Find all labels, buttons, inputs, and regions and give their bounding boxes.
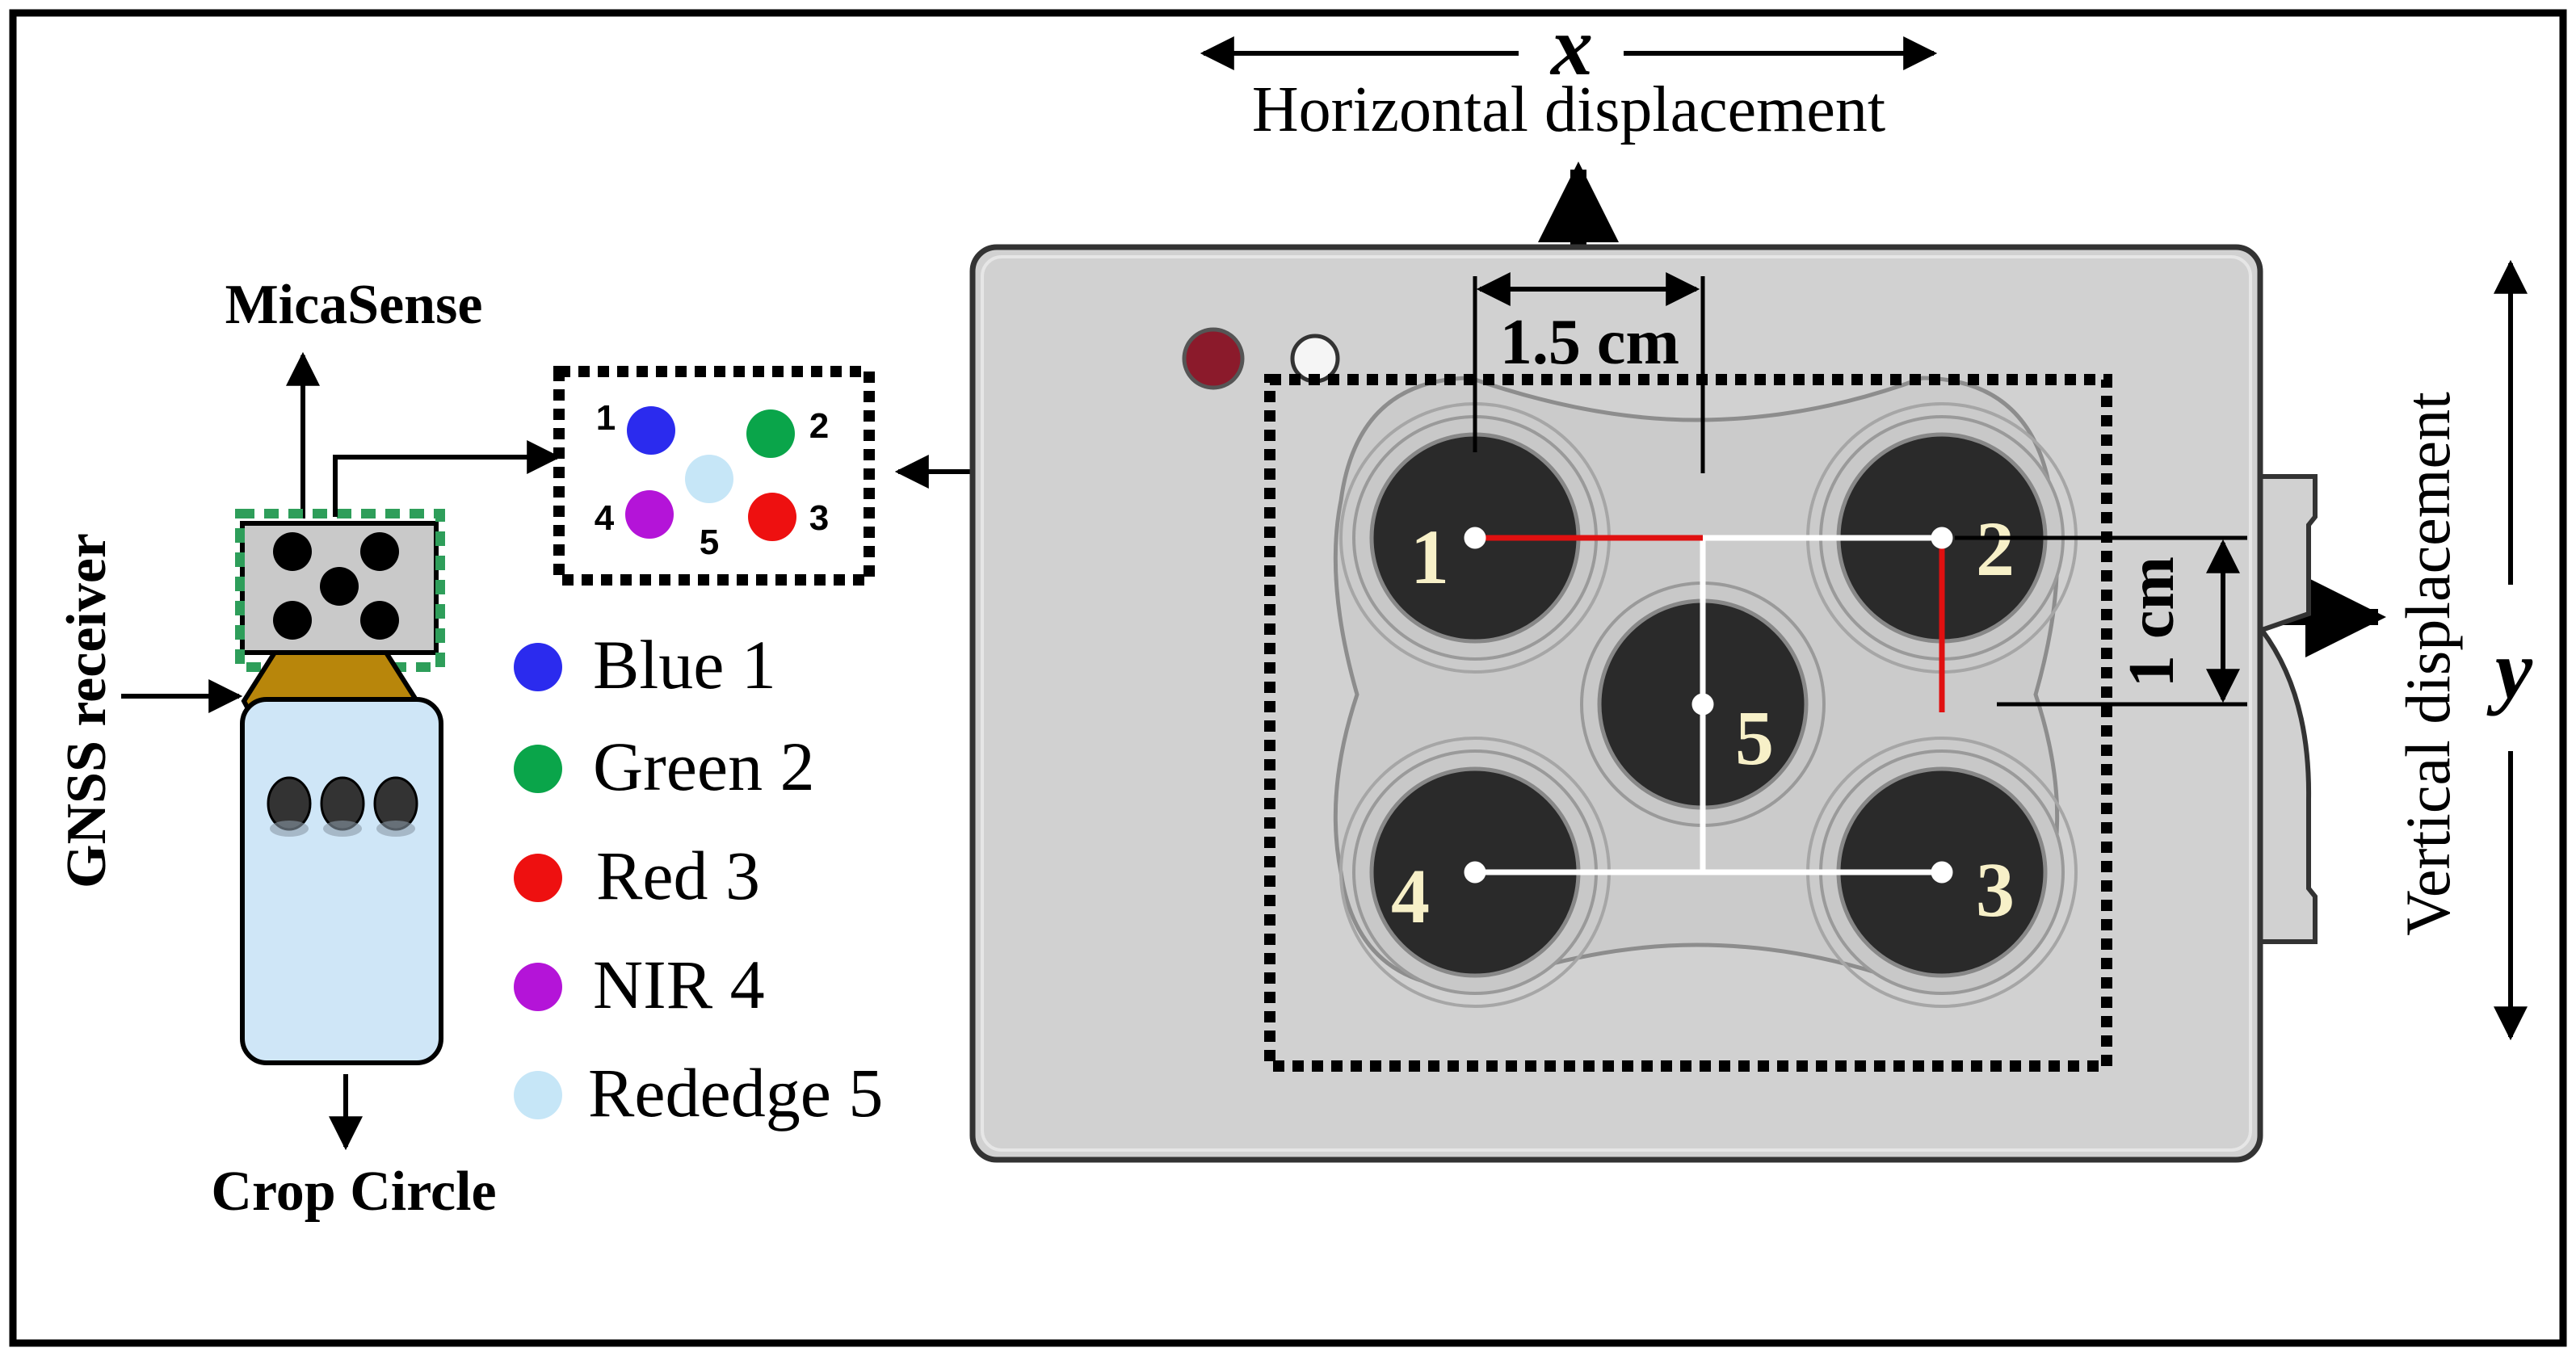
horizontal-displacement-indicator: x Horizontal displacement: [1200, 0, 1938, 284]
crop-circle-sensor-ports: [267, 776, 418, 837]
band-number-5: 5: [700, 523, 719, 562]
legend-swatch-green: [514, 745, 562, 793]
lens-array-highlight: [1264, 374, 2112, 1072]
legend-swatch-nir: [514, 963, 562, 1011]
band-layout-inset: 1 2 4 5 3: [553, 366, 875, 586]
legend-label-red: Red 3: [596, 837, 760, 914]
crop-circle-body: [240, 697, 443, 1065]
horizontal-spacing-dimension: 1.5 cm: [1473, 272, 1705, 473]
micasense-highlight-outline: [235, 509, 445, 672]
vertical-displacement-indicator: y Vertical displacement: [2247, 259, 2533, 1041]
legend-swatch-blue: [514, 643, 562, 691]
horizontal-displacement-label: Horizontal displacement: [1252, 74, 1885, 145]
y-axis-symbol: y: [2486, 623, 2533, 716]
lens-offset-lines: [1475, 535, 1945, 875]
micasense-lens-cluster: [273, 532, 399, 640]
band-number-2: 2: [809, 406, 829, 446]
x-axis-symbol: x: [1549, 0, 1593, 93]
legend-swatch-rededge: [514, 1071, 562, 1119]
gnss-receiver-label: GNSS receiver: [56, 533, 118, 888]
figure-frame: [9, 9, 2567, 1347]
band-dot-red: [748, 493, 796, 541]
crop-circle-label: Crop Circle: [211, 1161, 496, 1223]
legend-label-rededge: Rededge 5: [588, 1054, 883, 1131]
band-number-4: 4: [595, 498, 615, 538]
micasense-camera-top-view: 1 2 5 4 3 1.5 cm 1 cm: [969, 244, 2318, 1163]
sensor-mount-assembly: MicaSense GNSS receiver: [56, 274, 561, 1223]
legend-label-green: Green 2: [593, 728, 815, 805]
vertical-spacing-label: 1 cm: [2116, 556, 2187, 687]
band-layout-connector-arrow: [333, 440, 561, 517]
status-led-red: [1182, 327, 1245, 390]
band-dot-green: [746, 409, 795, 458]
band-number-3: 3: [809, 498, 829, 538]
legend-label-nir: NIR 4: [593, 946, 765, 1023]
vertical-spacing-dimension: 1 cm: [1955, 535, 2247, 707]
legend-label-blue: Blue 1: [593, 626, 776, 703]
lens-number-1: 1: [1410, 514, 1449, 600]
lens-center-dots: [1464, 527, 1953, 884]
legend-swatch-red: [514, 854, 562, 902]
band-dot-blue: [627, 406, 675, 455]
band-legend: Blue 1 Green 2 Red 3 NIR 4 Rededge 5: [514, 626, 883, 1131]
lens-number-4: 4: [1391, 853, 1430, 939]
band-number-1: 1: [596, 398, 616, 438]
horizontal-spacing-label: 1.5 cm: [1500, 307, 1679, 378]
band-dot-rededge: [685, 455, 733, 503]
vertical-displacement-label: Vertical displacement: [2393, 392, 2463, 936]
lens-number-2: 2: [1976, 506, 2015, 592]
lens-number-3: 3: [1976, 846, 2015, 933]
micasense-label: MicaSense: [225, 274, 483, 336]
band-dot-nir: [625, 490, 674, 539]
lens-number-5: 5: [1735, 695, 1774, 781]
